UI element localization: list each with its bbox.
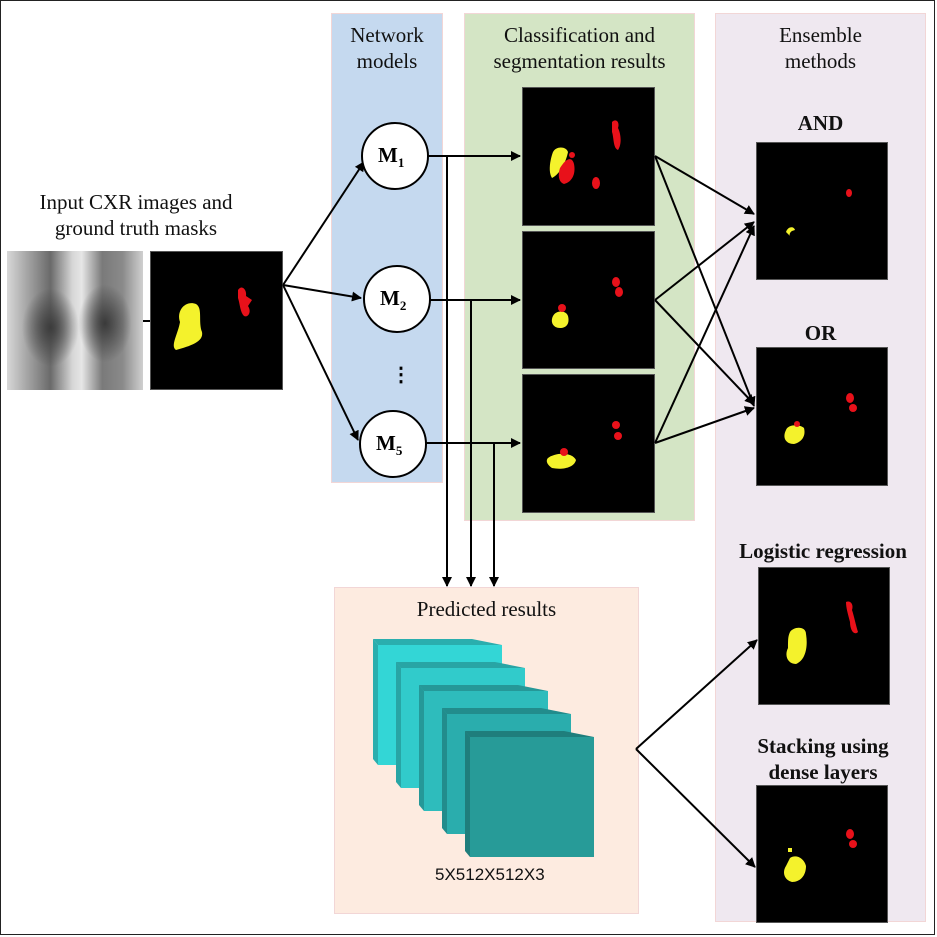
result-mask-m2 bbox=[522, 231, 655, 369]
red-lesion bbox=[794, 421, 800, 427]
red-lesion bbox=[592, 177, 600, 189]
m2-to-or bbox=[654, 299, 755, 405]
input-title: Input CXR images and ground truth masks bbox=[39, 190, 233, 240]
predicted-dims: 5X512X512X3 bbox=[435, 865, 545, 884]
yellow-lesion bbox=[551, 311, 569, 328]
ensemble-arrows bbox=[635, 155, 758, 868]
slab-top bbox=[419, 685, 548, 691]
predicted-to-logistic bbox=[635, 639, 758, 750]
m5-to-or bbox=[654, 406, 755, 444]
stacking-lesions bbox=[784, 829, 857, 882]
slab-side bbox=[419, 685, 424, 811]
red-lesion bbox=[569, 152, 575, 158]
predicted-results-title: Predicted results bbox=[416, 597, 557, 621]
slab-top bbox=[442, 708, 571, 714]
logistic-regression-mask bbox=[758, 567, 890, 705]
arrow-to-m1 bbox=[282, 161, 365, 286]
slab-top bbox=[373, 639, 502, 645]
yellow-lesion bbox=[786, 627, 807, 664]
and-mask bbox=[756, 142, 888, 280]
predicted-to-stacking bbox=[635, 748, 756, 868]
m2-lesions bbox=[551, 277, 623, 328]
arrow-to-m2 bbox=[282, 284, 362, 302]
red-lesion bbox=[614, 432, 622, 440]
models-ellipsis: ⋮ bbox=[391, 364, 411, 386]
input-arrows bbox=[282, 161, 365, 441]
logistic-regression-lesions bbox=[786, 601, 858, 664]
red-lesion bbox=[238, 287, 252, 317]
red-lesion bbox=[612, 421, 620, 429]
m1-lesions bbox=[549, 120, 621, 189]
slab-top bbox=[396, 662, 525, 668]
stacking-label: Stacking using dense layers bbox=[757, 734, 889, 784]
or-lesions bbox=[784, 393, 857, 444]
yellow-lesion bbox=[784, 425, 805, 444]
m2-to-and bbox=[654, 221, 755, 301]
and-label: AND bbox=[797, 111, 844, 135]
yellow-lesion bbox=[786, 227, 795, 236]
predicted-stack bbox=[373, 639, 594, 857]
red-lesion bbox=[849, 840, 857, 848]
yellow-lesion bbox=[549, 147, 568, 178]
result-mask-m5 bbox=[522, 374, 655, 513]
or-mask bbox=[756, 347, 888, 486]
m5-to-and bbox=[654, 225, 755, 444]
and-lesions bbox=[786, 189, 852, 236]
red-lesion bbox=[558, 159, 575, 184]
m5-lesions bbox=[546, 421, 622, 469]
red-lesion bbox=[615, 287, 623, 297]
or-label: OR bbox=[804, 321, 837, 345]
classification-title: Classification and segmentation results bbox=[493, 23, 666, 73]
yellow-lesion bbox=[788, 848, 792, 852]
m1-to-or bbox=[654, 155, 756, 407]
model-label-m5: M5 bbox=[376, 431, 403, 459]
network-models-panel bbox=[331, 13, 443, 483]
red-lesion bbox=[846, 829, 854, 839]
red-lesion bbox=[846, 189, 852, 197]
red-lesion bbox=[560, 448, 568, 456]
arrow-to-m5 bbox=[282, 284, 359, 441]
slab-front bbox=[470, 737, 594, 857]
yellow-lesion bbox=[784, 856, 806, 882]
ensemble-title: Ensemble methods bbox=[779, 23, 862, 73]
network-models-title: Network models bbox=[350, 23, 424, 73]
slab-side bbox=[373, 639, 378, 765]
model-output-arrows bbox=[426, 151, 521, 587]
yellow-lesion bbox=[546, 453, 576, 469]
logistic-regression-label: Logistic regression bbox=[739, 539, 907, 563]
model-label-m1: M1 bbox=[378, 143, 405, 171]
ground-truth-lesions bbox=[173, 287, 252, 350]
red-lesion bbox=[846, 393, 854, 403]
red-lesion bbox=[849, 404, 857, 412]
cxr-image bbox=[7, 251, 143, 390]
red-lesion bbox=[612, 120, 621, 150]
slab-top bbox=[465, 731, 594, 737]
slab-side bbox=[396, 662, 401, 788]
result-mask-m1 bbox=[522, 87, 655, 226]
red-lesion bbox=[846, 601, 858, 634]
slab-side bbox=[465, 731, 470, 857]
ground-truth-mask bbox=[150, 251, 283, 390]
slab-side bbox=[442, 708, 447, 834]
model-label-m2: M2 bbox=[380, 286, 407, 314]
red-lesion bbox=[612, 277, 620, 287]
m1-to-and bbox=[654, 155, 755, 215]
stacking-mask bbox=[756, 785, 888, 923]
yellow-lesion bbox=[173, 303, 203, 350]
red-lesion bbox=[558, 304, 566, 312]
